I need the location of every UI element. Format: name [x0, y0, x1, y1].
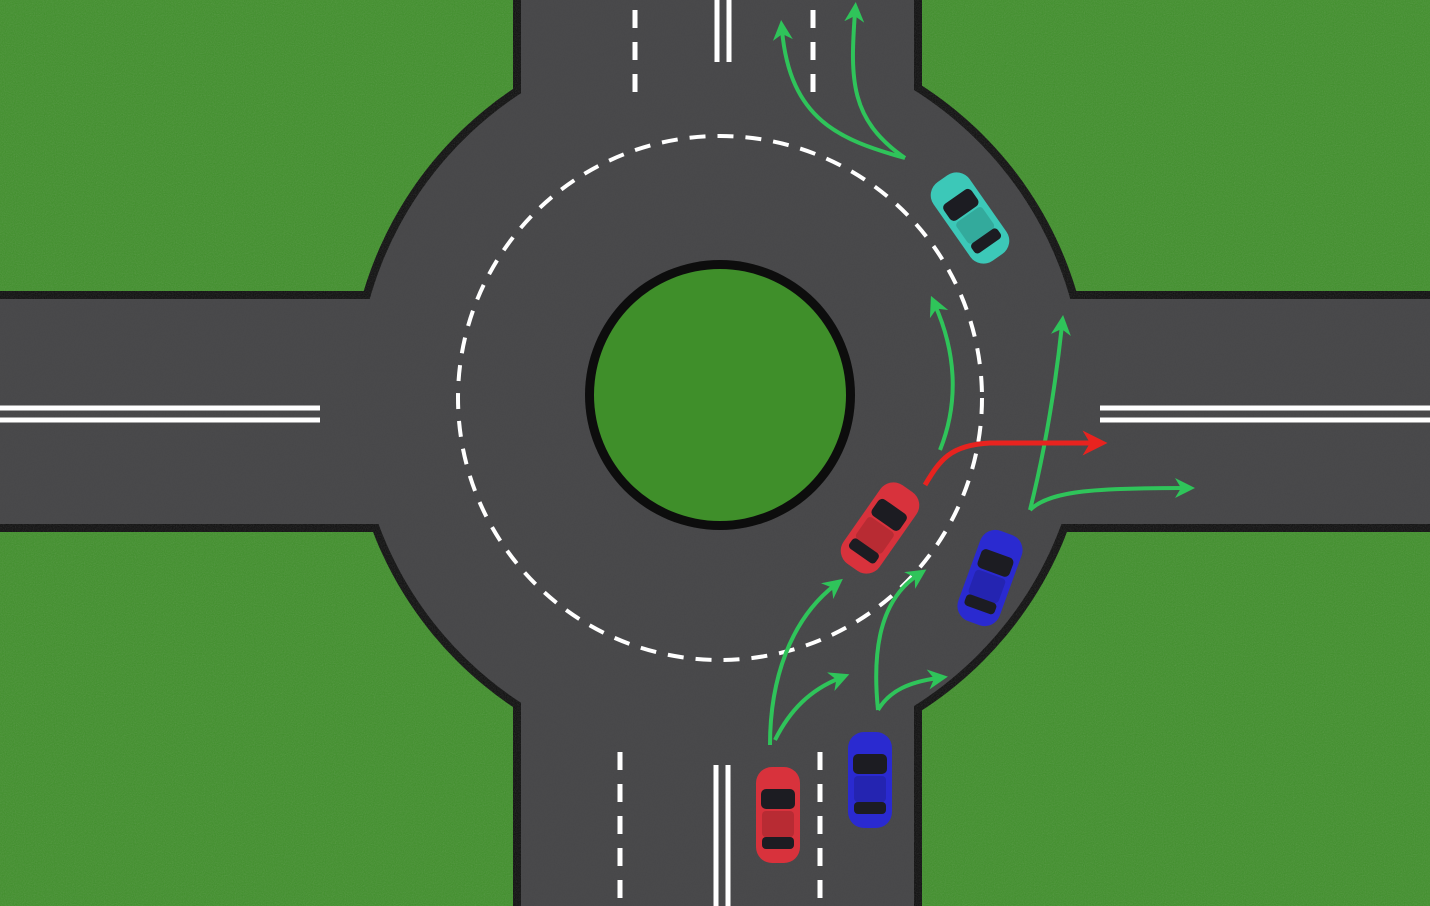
arrow-red-car-outer [773, 672, 850, 741]
blue-car-entering [848, 732, 892, 828]
red-exit-arrow [922, 430, 1108, 487]
arrow-red-car-inner [768, 578, 843, 746]
green-route-arrows [768, 2, 1195, 746]
arrow-exit-right [1028, 478, 1195, 512]
red-car-entering [756, 767, 800, 863]
arrow-exit-top-left [772, 20, 906, 160]
arrow-blue-car-outer [876, 669, 948, 712]
arrow-exit-right-up [1028, 315, 1071, 511]
lane-divider-dashed-circle [456, 134, 984, 662]
central-island [594, 269, 846, 521]
arrow-exit-top-right [844, 2, 907, 160]
arrow-inner-up [929, 295, 955, 451]
arrow-blue-car-inner [874, 569, 927, 711]
